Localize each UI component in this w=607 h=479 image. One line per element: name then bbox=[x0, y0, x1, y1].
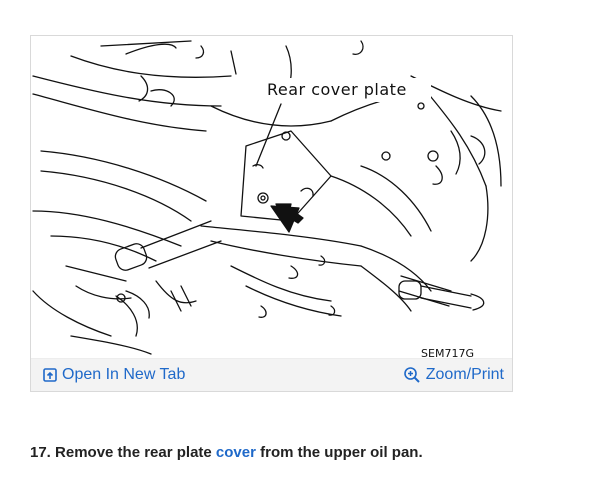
cover-link[interactable]: cover bbox=[215, 444, 256, 461]
open-in-new-tab-label: Open In New Tab bbox=[62, 366, 186, 383]
zoom-in-icon bbox=[403, 367, 420, 383]
figure-toolbar: Open In New Tab Zoom/Print bbox=[31, 358, 512, 391]
open-in-new-tab-button[interactable]: Open In New Tab bbox=[43, 359, 185, 391]
step-instruction: 17. Remove the rear plate cover from the… bbox=[30, 444, 423, 461]
zoom-print-label: Zoom/Print bbox=[425, 366, 504, 383]
step-text-before: 17. Remove the rear plate bbox=[30, 444, 216, 461]
zoom-print-button[interactable]: Zoom/Print bbox=[403, 359, 504, 391]
open-tab-icon bbox=[43, 368, 57, 382]
step-text-after: from the upper oil pan. bbox=[255, 444, 423, 461]
figure-code: SEM717G bbox=[421, 347, 474, 360]
figure-card: Rear cover plate SEM717G Open In New Tab… bbox=[30, 35, 513, 392]
callout-label: Rear cover plate bbox=[267, 80, 407, 99]
engine-diagram: Rear cover plate bbox=[31, 36, 512, 356]
